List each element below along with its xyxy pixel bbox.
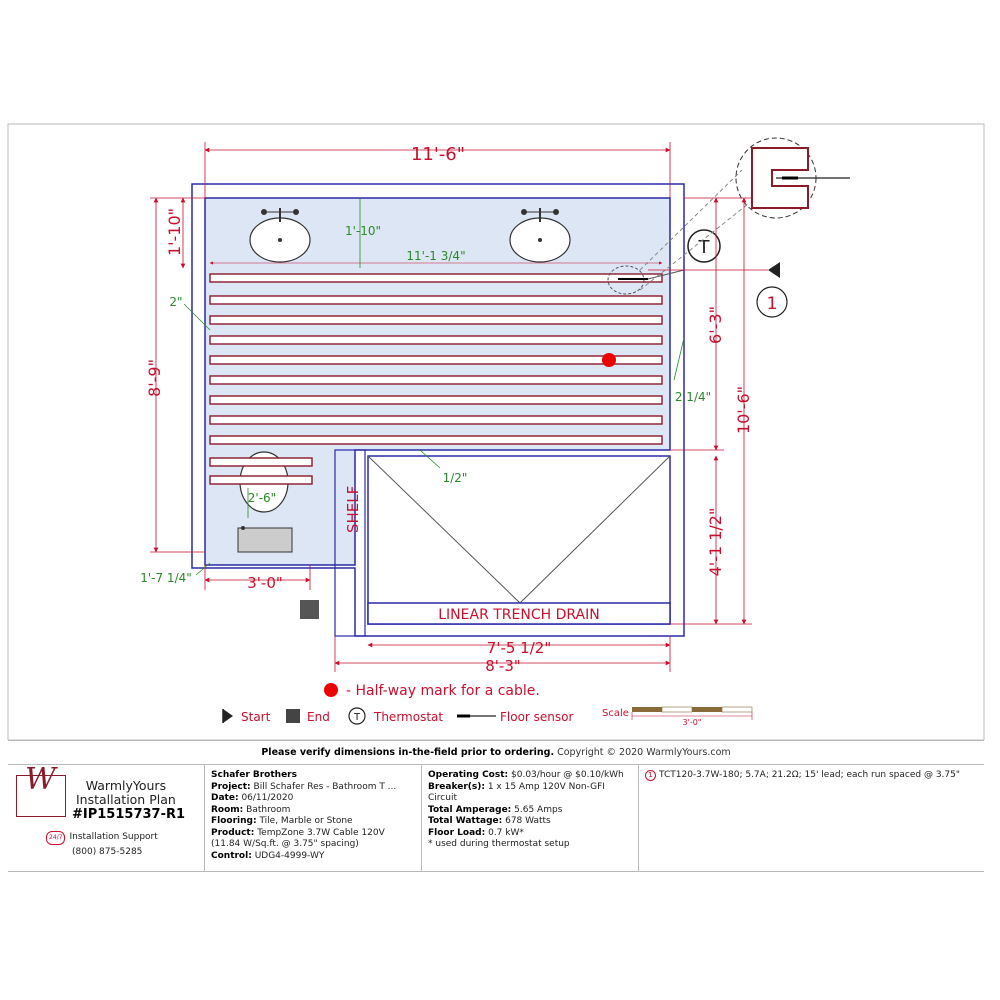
note-left-gap: 2" bbox=[169, 295, 182, 309]
shower-area bbox=[367, 455, 671, 625]
legend-thermostat-label: Thermostat bbox=[373, 710, 443, 724]
cable-run bbox=[209, 415, 663, 425]
legend-start-icon bbox=[223, 709, 233, 723]
breaker: 1 x 15 Amp 120V Non-GFI Circuit bbox=[428, 781, 605, 804]
note-right-gap: 2 1/4" bbox=[675, 390, 711, 404]
detail-leader-top bbox=[639, 169, 743, 271]
cable-run bbox=[209, 435, 663, 445]
drawing-border bbox=[7, 123, 985, 740]
drain-label: LINEAR TRENCH DRAIN bbox=[438, 607, 599, 623]
legend-halfway-text: - Half-way mark for a cable. bbox=[346, 683, 540, 699]
control: UDG4-4999-WY bbox=[254, 850, 325, 861]
legend-halfway-dot bbox=[324, 683, 338, 697]
cable-number-badge: 1 bbox=[645, 770, 656, 781]
cable-run bbox=[209, 475, 313, 485]
sensor-lead bbox=[647, 269, 685, 280]
shower-slope-left bbox=[367, 455, 521, 604]
thermostat-symbol bbox=[687, 229, 721, 263]
start-marker-number: 1 bbox=[767, 294, 778, 314]
support-badge-icon: 24/7 bbox=[46, 831, 66, 845]
legend-sensor-label: Floor sensor bbox=[500, 710, 574, 724]
dim-shower-inner: 7'-5 1/2" bbox=[487, 639, 551, 657]
start-marker-badge bbox=[756, 286, 788, 318]
total-wattage: 678 Watts bbox=[505, 816, 551, 826]
title-block-project: Schafer Brothers Project: Bill Schafer R… bbox=[205, 765, 422, 871]
note-sink-clearance: 1'-10" bbox=[345, 224, 381, 238]
room: Bathroom bbox=[246, 804, 291, 815]
cable-run bbox=[209, 375, 663, 385]
total-amperage: 5.65 Amps bbox=[514, 804, 563, 815]
shelf-outline bbox=[334, 449, 366, 637]
dim-shower-outer: 8'-3" bbox=[485, 657, 521, 675]
note-bottom-left-offset: 1'-7 1/4" bbox=[140, 571, 192, 585]
title-block: W WarmlyYours Installation Plan #IP15157… bbox=[8, 764, 984, 872]
brand-title: WarmlyYours Installation Plan bbox=[76, 778, 176, 807]
flooring: Tile, Marble or Stone bbox=[259, 816, 353, 826]
title-block-brand: W WarmlyYours Installation Plan #IP15157… bbox=[8, 765, 205, 871]
dim-right-upper: 6'-3" bbox=[706, 306, 725, 344]
verify-notice: Please verify dimensions in-the-field pr… bbox=[261, 747, 555, 758]
copyright: Copyright © 2020 WarmlyYours.com bbox=[557, 747, 731, 758]
project-name: Bill Schafer Res - Bathroom T ... bbox=[253, 781, 397, 792]
installation-plan-drawing: LINEAR TRENCH DRAIN SHELF T 1 bbox=[7, 123, 985, 740]
dim-top-width: 11'-6" bbox=[411, 144, 465, 165]
note-toilet-clearance: 2'-6" bbox=[248, 491, 276, 505]
cable-run bbox=[209, 315, 663, 325]
scale-bar bbox=[631, 706, 753, 720]
cable-run bbox=[209, 335, 663, 345]
warmlyyours-logo: W bbox=[16, 765, 66, 817]
end-marker bbox=[300, 600, 319, 619]
start-marker bbox=[768, 262, 780, 278]
dim-bottom-left-width: 3'-0" bbox=[247, 574, 283, 592]
title-block-electrical: Operating Cost: $0.03/hour @ $0.10/kWh B… bbox=[422, 765, 639, 871]
thermostat-symbol-letter: T bbox=[698, 237, 711, 258]
legend-thermostat-icon bbox=[348, 707, 366, 725]
shelf-label: SHELF bbox=[344, 486, 362, 533]
dim-left-height: 8'-9" bbox=[145, 359, 164, 397]
detail-cable-loop bbox=[751, 147, 809, 209]
customer-name: Schafer Brothers bbox=[211, 770, 297, 780]
cable-run bbox=[209, 395, 663, 405]
cable-run bbox=[209, 295, 663, 305]
cable-run bbox=[209, 355, 663, 365]
scale-label: Scale bbox=[602, 708, 629, 719]
trench-drain bbox=[367, 602, 671, 625]
floor-load: 0.7 kW* bbox=[488, 827, 524, 838]
cable-run bbox=[209, 457, 313, 467]
note-run-width: 11'-1 3/4" bbox=[406, 249, 465, 263]
heating-cable-runs bbox=[209, 273, 663, 485]
legend-start-label: Start bbox=[241, 710, 271, 724]
scale-value: 3'-0" bbox=[683, 718, 702, 727]
note-shelf-gap: 1/2" bbox=[443, 471, 468, 485]
footnote: * used during thermostat setup bbox=[428, 839, 570, 849]
legend-thermostat-icon-letter: T bbox=[353, 712, 361, 723]
legend-end-icon bbox=[286, 709, 300, 723]
cable-spec: TCT120-3.7W-180; 5.7A; 21.2Ω; 15' lead; … bbox=[659, 770, 961, 780]
dim-right-lower: 4'-1 1/2" bbox=[706, 508, 725, 577]
cable-run bbox=[209, 273, 663, 283]
sink-right bbox=[509, 208, 571, 263]
dim-right-total: 10'-6" bbox=[734, 386, 753, 434]
footer-note: Please verify dimensions in-the-field pr… bbox=[8, 740, 984, 765]
halfway-mark bbox=[602, 353, 616, 367]
plan-date: 06/11/2020 bbox=[241, 793, 294, 803]
legend-end-label: End bbox=[307, 710, 330, 724]
shower-slope-right bbox=[519, 455, 671, 604]
support-phone: (800) 875-5285 bbox=[72, 847, 143, 857]
dim-left-top: 1'-10" bbox=[165, 208, 184, 256]
product: TempZone 3.7W Cable 120V (11.84 W/Sq.ft.… bbox=[211, 827, 385, 850]
detail-leader-bottom bbox=[639, 203, 749, 291]
operating-cost: $0.03/hour @ $0.10/kWh bbox=[511, 770, 624, 780]
plan-id: #IP1515737-R1 bbox=[72, 807, 186, 822]
